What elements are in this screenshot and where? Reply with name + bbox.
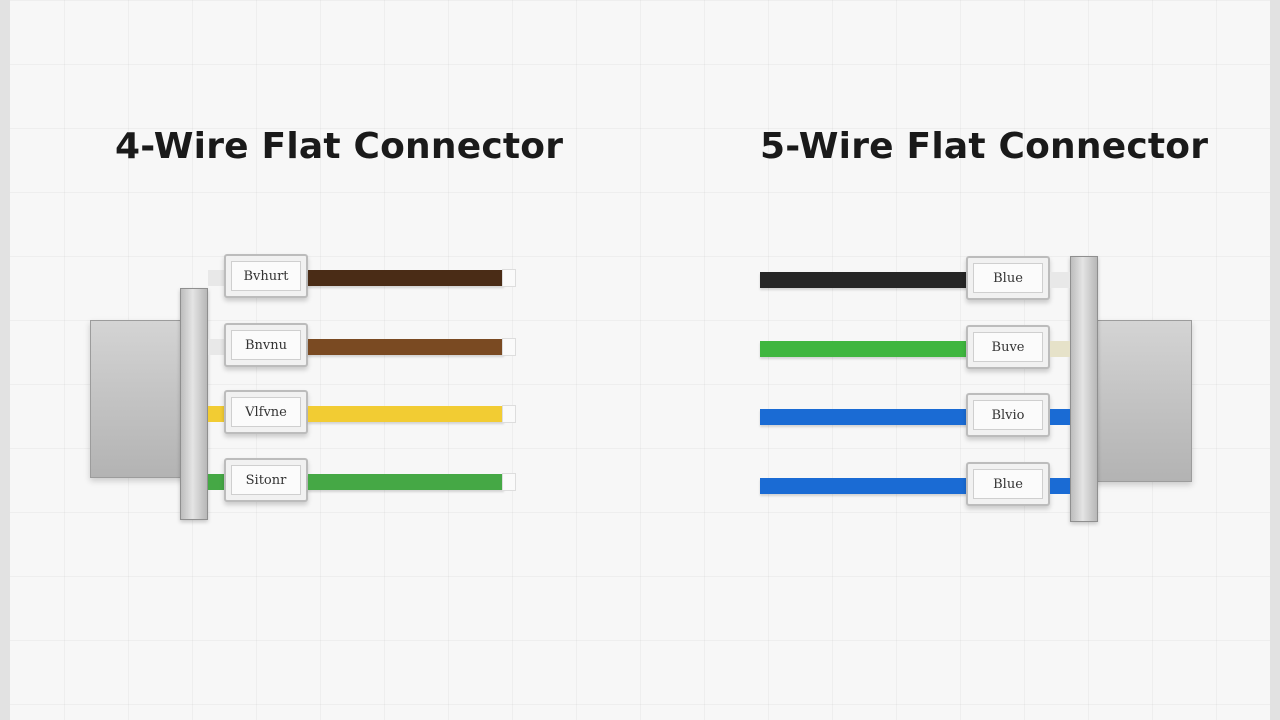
connector-housing [1094,320,1192,482]
wire-tip [502,473,516,491]
connector-flange [180,288,208,520]
title-5-wire-connector: 5-Wire Flat Connector [760,126,1209,167]
wire-tip [502,405,516,423]
wire-label: Sitonr [224,458,308,502]
wire-stub [208,339,224,355]
wire-label-text: Blue [973,263,1043,293]
wire-stub [1050,272,1070,288]
connector-pin-rail [205,262,223,502]
wire [760,478,968,494]
wire-tip [502,269,516,287]
wire-label-text: Bvhurt [231,261,301,291]
wire-label-text: Vlfvne [231,397,301,427]
wire-label-text: Buve [973,332,1043,362]
wire-label-text: Blvio [973,400,1043,430]
connector-flange [1070,256,1098,522]
wire [308,339,504,355]
wire [760,409,968,425]
title-4-wire-connector: 4-Wire Flat Connector [115,126,564,167]
wire [308,406,504,422]
wire-label: Bnvnu [224,323,308,367]
wire-stub [1050,341,1070,357]
wire-stub [208,474,224,490]
wire-label-text: Blue [973,469,1043,499]
wire-tip [502,338,516,356]
wire-label-text: Sitonr [231,465,301,495]
wire-stub [208,270,224,286]
wire-stub [208,406,224,422]
wire-label: Blue [966,256,1050,300]
wire [308,474,504,490]
wire-stub [1050,409,1070,425]
wire [308,270,504,286]
wire-label: Vlfvne [224,390,308,434]
wire-label: Blue [966,462,1050,506]
connector-housing [90,320,190,478]
wire [760,272,968,288]
wire-label: Bvhurt [224,254,308,298]
wire-label-text: Bnvnu [231,330,301,360]
wire-label: Buve [966,325,1050,369]
wire-stub [1050,478,1070,494]
wire-label: Blvio [966,393,1050,437]
wire [760,341,968,357]
